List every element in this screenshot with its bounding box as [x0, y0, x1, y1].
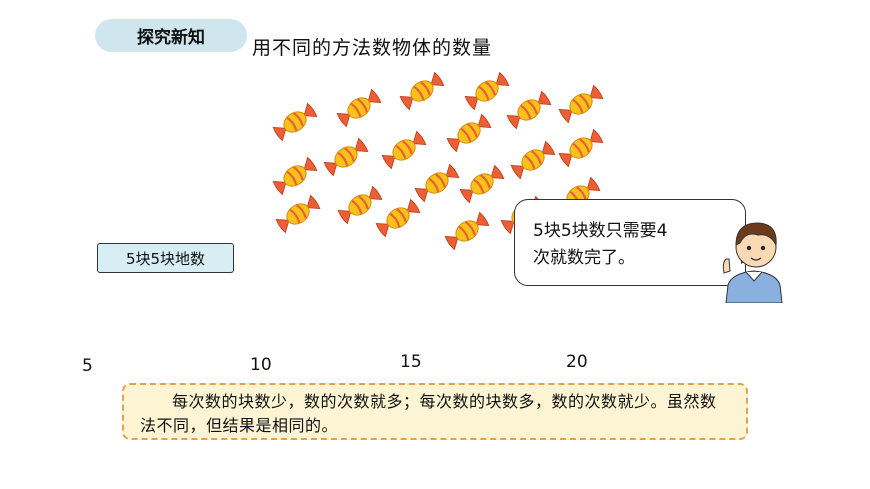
candy-icon [459, 164, 505, 204]
count-mark-5: 5 [82, 356, 93, 376]
candy-icon [558, 84, 604, 124]
candy-icon [510, 140, 556, 180]
candy-icon [336, 88, 382, 128]
method-label: 5块5块地数 [97, 243, 234, 273]
count-mark-10: 10 [250, 355, 272, 375]
candy-icon [414, 163, 460, 203]
candy-icon [323, 137, 369, 177]
speech-line-1: 5块5块数只需要4 [533, 221, 668, 241]
count-mark-15: 15 [400, 352, 422, 372]
candy-icon [275, 194, 321, 234]
candy-icon [337, 185, 383, 225]
candy-icon [558, 128, 604, 168]
speech-line-2: 次就数完了。 [533, 248, 635, 268]
boy-icon [722, 222, 783, 303]
candy-icon [272, 156, 318, 196]
count-mark-20: 20 [566, 352, 588, 372]
summary-box: 每次数的块数少，数的次数就多；每次数的块数多，数的次数就少。虽然数法不同，但结果… [122, 383, 748, 440]
page-heading: 用不同的方法数物体的数量 [252, 37, 493, 59]
candy-icon [444, 211, 490, 251]
candy-icon [375, 198, 421, 238]
candy-icon [399, 71, 445, 111]
candy-icon [272, 102, 318, 142]
candy-icon [446, 113, 492, 153]
speech-bubble: 5块5块数只需要4 次就数完了。 [514, 199, 746, 286]
candy-icon [506, 90, 552, 130]
candy-icon [381, 130, 427, 170]
section-tab: 探究新知 [95, 19, 247, 52]
candy-icon [464, 71, 510, 111]
